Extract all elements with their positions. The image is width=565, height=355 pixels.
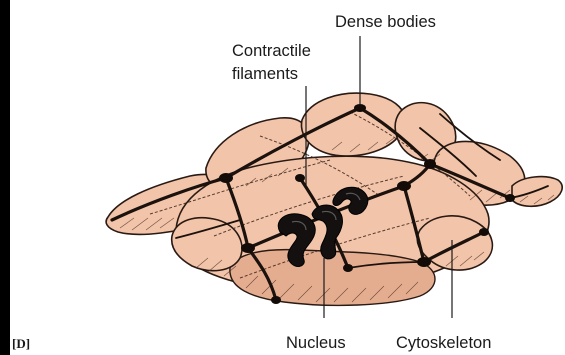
label-dense-bodies: Dense bodies [335, 13, 436, 31]
label-contractile-line2: filaments [232, 65, 298, 83]
label-nucleus: Nucleus [286, 334, 346, 352]
left-frame-strip [0, 0, 10, 355]
cell-lobe-top [301, 93, 405, 156]
cell-body [106, 93, 562, 305]
label-contractile-line1: Contractile [232, 42, 311, 60]
panel-label: [D] [12, 336, 30, 351]
label-cytoskeleton: Cytoskeleton [396, 334, 491, 352]
